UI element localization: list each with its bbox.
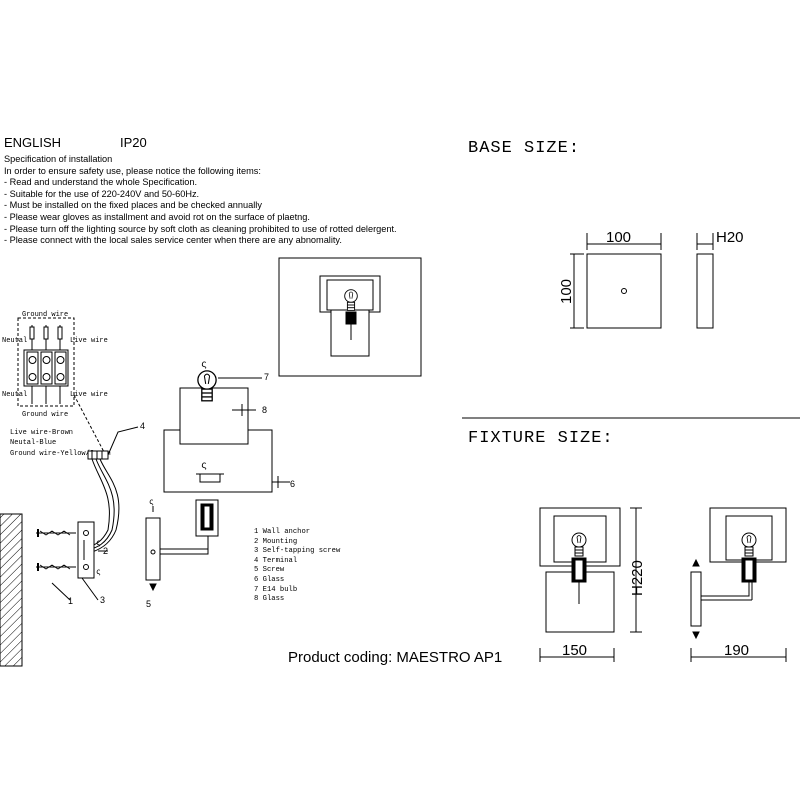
ground-wire-bottom-label: Ground wire <box>22 411 68 419</box>
callout-4: 4 <box>140 421 145 431</box>
specification-line: In order to ensure safety use, please no… <box>4 165 261 176</box>
fixture-side-view <box>690 507 787 662</box>
callout-8: 8 <box>262 405 267 415</box>
mounting-assembly: ς ς <box>36 521 108 601</box>
fixture-width-label: 150 <box>562 642 587 659</box>
screw-symbol: ς <box>201 461 207 472</box>
legend-item: 6 Glass <box>254 575 285 584</box>
fixture-size-title: FIXTURE SIZE: <box>468 429 614 448</box>
specification-block: Specification of installation In order t… <box>4 154 397 247</box>
fixture-front-view <box>539 507 642 662</box>
neutral-top-label: Neutal <box>2 337 27 345</box>
wiring-box: Ground wire Neutal Live wire Neutal Live… <box>2 311 108 453</box>
base-height-label: 100 <box>558 279 575 304</box>
callout-2: 2 <box>103 546 108 556</box>
callout-5: 5 <box>146 599 151 609</box>
ip-rating: IP20 <box>120 135 147 150</box>
mounting-screw-symbol: ς <box>96 539 101 548</box>
legend-item: 8 Glass <box>254 595 285 604</box>
mounting-screw-symbol: ς <box>96 568 101 577</box>
specification-line: - Must be installed on the fixed places … <box>4 200 262 211</box>
specification-line: - Please turn off the lighting source by… <box>4 223 397 234</box>
fixture-height-label: H220 <box>629 560 646 596</box>
parts-legend: 1 Wall anchor 2 Mounting 3 Self-tapping … <box>254 528 340 605</box>
fixture-preview <box>278 257 422 377</box>
neutral-bottom-label: Neutal <box>2 391 27 399</box>
legend-item: 4 Terminal <box>254 556 298 565</box>
legend-item: 1 Wall anchor <box>254 528 311 536</box>
wire-color-ground: Ground wire-Yellow/Green <box>10 450 111 458</box>
callout-6: 6 <box>290 479 295 489</box>
base-size-title: BASE SIZE: <box>468 139 581 158</box>
callout-7: 7 <box>264 372 269 382</box>
specification-line: - Suitable for the use of 220-240V and 5… <box>4 188 200 199</box>
language-heading: ENGLISH <box>4 135 62 150</box>
specification-title: Specification of installation <box>4 154 113 164</box>
callout-1: 1 <box>68 596 73 606</box>
legend-item: 3 Self-tapping screw <box>254 547 341 556</box>
live-top-label: Live wire <box>70 337 108 345</box>
base-depth-label: H20 <box>716 229 744 246</box>
callout-3: 3 <box>100 595 105 605</box>
base-size-drawing <box>570 233 714 329</box>
screw-symbol: ς <box>149 498 154 507</box>
ground-wire-top-label: Ground wire <box>22 311 68 319</box>
specification-line: - Read and understand the whole Specific… <box>4 177 198 188</box>
screw-symbol: ς <box>201 360 207 371</box>
terminal-and-wires <box>87 426 139 553</box>
exploded-fixture: ς ς ς <box>145 360 290 592</box>
wall-hatching <box>0 513 23 667</box>
specification-line: - Please wear gloves as installment and … <box>4 211 310 222</box>
legend-item: 5 Screw <box>254 566 285 575</box>
specification-line: - Please connect with the local sales se… <box>4 235 342 246</box>
wire-color-live: Live wire-Brown <box>10 429 73 437</box>
live-bottom-label: Live wire <box>70 391 108 399</box>
product-coding: Product coding: MAESTRO AP1 <box>288 649 503 666</box>
base-width-label: 100 <box>606 229 631 246</box>
wire-color-neutral: Neutal-Blue <box>10 439 56 447</box>
legend-item: 7 E14 bulb <box>254 585 298 594</box>
legend-item: 2 Mounting <box>254 537 298 546</box>
fixture-depth-label: 190 <box>724 642 749 659</box>
